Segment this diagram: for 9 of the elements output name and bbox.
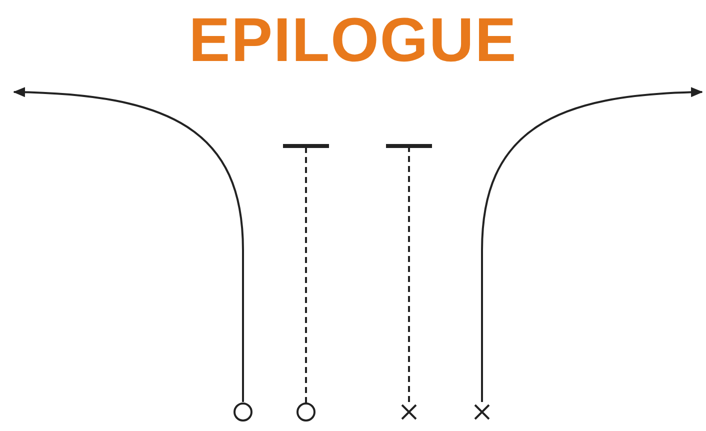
title: EPILOGUE — [188, 6, 518, 76]
player-cross — [399, 402, 419, 422]
route-arrow — [481, 87, 703, 402]
player-circle — [233, 402, 253, 422]
player-cross — [472, 402, 492, 422]
block-route — [386, 144, 432, 402]
block-route — [283, 144, 329, 403]
route-arrow — [13, 87, 244, 402]
player-circle — [296, 402, 316, 422]
